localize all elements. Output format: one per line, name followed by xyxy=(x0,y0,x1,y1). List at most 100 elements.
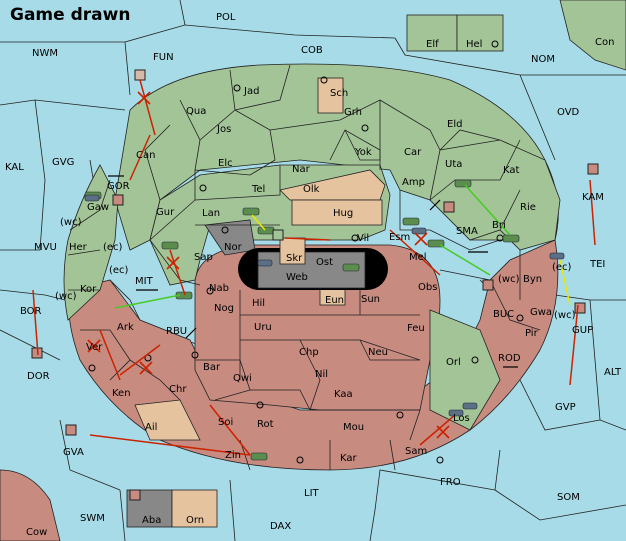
label-byn: Byn xyxy=(523,274,542,285)
eastern-band xyxy=(429,139,561,251)
label-dax: DAX xyxy=(270,521,291,532)
label-nar: Nar xyxy=(292,164,311,175)
label-cow: Cow xyxy=(26,527,47,538)
label-rot: Rot xyxy=(257,419,274,430)
label-gup: GUP xyxy=(572,325,593,336)
label-gor: GOR xyxy=(107,181,130,192)
label-con: Con xyxy=(595,37,614,48)
game-status-title: Game drawn xyxy=(10,5,130,25)
label-rie: Rie xyxy=(520,202,536,213)
label-kat: Kat xyxy=(503,165,520,176)
label-ken: Ken xyxy=(112,388,131,399)
label-her: Her xyxy=(69,242,88,253)
territory-ail[interactable] xyxy=(134,399,201,441)
sea-label-group: POL NWM FUN COB NOM Con OVD KAL GVG MVU … xyxy=(5,12,622,538)
label-qwi: Qwi xyxy=(233,373,252,384)
connection-markers xyxy=(108,175,518,368)
label-car: Car xyxy=(404,147,422,158)
label-ail: Ail xyxy=(145,422,157,433)
label-eun: Eun xyxy=(325,295,344,306)
label-pir: Pir xyxy=(525,328,539,339)
label-neu: Neu xyxy=(368,347,388,358)
label-mit: MIT xyxy=(135,276,154,287)
label-pol: POL xyxy=(216,12,236,23)
supply-center xyxy=(491,40,499,48)
label-alt: ALT xyxy=(604,367,622,378)
label-bor: BOR xyxy=(20,306,42,317)
label-elf: Elf xyxy=(426,39,439,50)
label-sun: Sun xyxy=(361,294,380,305)
territory-olk[interactable] xyxy=(279,169,386,201)
label-bar: Bar xyxy=(203,362,221,373)
label-kam: KAM xyxy=(582,192,604,203)
label-yok: Yok xyxy=(354,147,372,158)
label-tel: Tel xyxy=(251,184,265,195)
label-hil: Hil xyxy=(252,298,265,309)
label-fro: FRO xyxy=(440,477,461,488)
label-ark: Ark xyxy=(117,322,134,333)
label-swm: SWM xyxy=(80,513,105,524)
territory-cow[interactable] xyxy=(0,469,61,541)
territory-skr[interactable] xyxy=(279,237,306,265)
label-fun: FUN xyxy=(153,52,174,63)
territory-hug[interactable] xyxy=(291,199,383,226)
label-grh: Grh xyxy=(344,107,362,118)
units xyxy=(84,179,520,461)
label-mou: Mou xyxy=(343,422,364,433)
label-wc1: (wc) xyxy=(60,217,82,228)
territory-elf[interactable] xyxy=(406,14,458,52)
label-ost: Ost xyxy=(316,257,333,268)
fleets xyxy=(84,194,565,417)
label-som: SOM xyxy=(557,492,580,503)
failed-order-marks xyxy=(87,91,450,439)
label-gwa: Gwa xyxy=(530,307,552,318)
label-lan: Lan xyxy=(202,208,220,219)
label-ec1: (ec) xyxy=(103,242,123,253)
label-hug: Hug xyxy=(333,208,353,219)
label-gva: GVA xyxy=(63,447,84,458)
label-web: Web xyxy=(286,272,308,283)
label-orn: Orn xyxy=(186,515,204,526)
convoy-markers xyxy=(31,69,599,501)
territory-orl-region[interactable] xyxy=(429,309,501,431)
label-kor: Kor xyxy=(80,284,97,295)
label-hel: Hel xyxy=(466,39,482,50)
territory-borders xyxy=(67,64,541,471)
label-wc3: (wc) xyxy=(55,291,77,302)
label-gaw: Gaw xyxy=(87,202,109,213)
label-lit: LIT xyxy=(304,488,320,499)
label-sam: Sam xyxy=(405,446,427,457)
label-gur: Gur xyxy=(156,207,175,218)
label-ec2: (ec) xyxy=(109,265,129,276)
label-rbu: RBU xyxy=(166,326,187,337)
label-nil: Nil xyxy=(315,369,328,380)
move-orders xyxy=(32,79,596,456)
label-soi: Soi xyxy=(218,417,233,428)
label-ec3: (ec) xyxy=(552,262,572,273)
label-nog: Nog xyxy=(214,303,234,314)
label-aba: Aba xyxy=(142,515,161,526)
label-gvp: GVP xyxy=(555,402,576,413)
label-orl: Orl xyxy=(446,357,461,368)
label-ovd: OVD xyxy=(557,107,580,118)
label-wc2: (wc) xyxy=(498,274,520,285)
label-cob: COB xyxy=(301,45,323,56)
label-sma: SMA xyxy=(456,226,478,237)
territory-hel[interactable] xyxy=(456,14,504,52)
land-label-group: Elf Hel Jad Sch Qua Jos Grh Eld Can Elc … xyxy=(55,39,576,526)
label-nab: Nab xyxy=(209,283,229,294)
label-nwm: NWM xyxy=(32,48,58,59)
label-nom: NOM xyxy=(531,54,555,65)
support-orders-yellow xyxy=(251,214,571,306)
territory-con[interactable] xyxy=(559,0,626,71)
western-island xyxy=(63,164,119,321)
label-sap: Sap xyxy=(194,252,213,263)
label-jad: Jad xyxy=(243,86,259,97)
label-elc: Elc xyxy=(218,158,233,169)
territory-orn[interactable] xyxy=(171,489,218,528)
label-rod: ROD xyxy=(498,353,521,364)
label-bri: Bri xyxy=(492,220,506,231)
territory-sch-tan[interactable] xyxy=(317,77,344,114)
